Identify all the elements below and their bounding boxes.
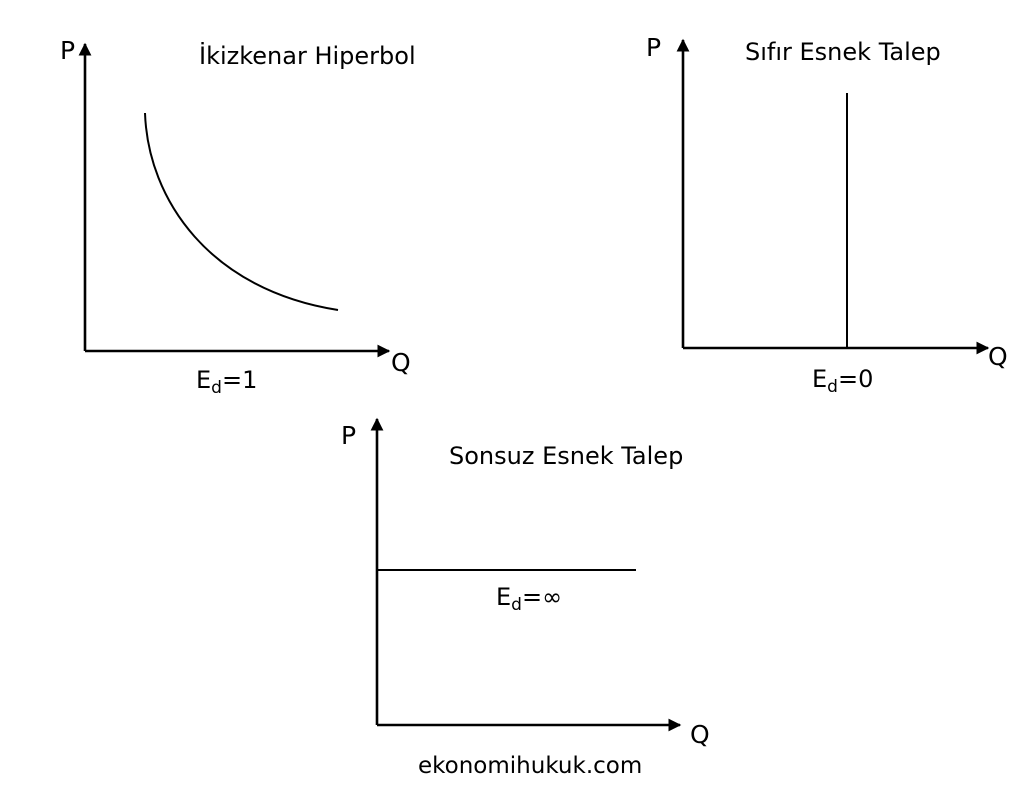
panel-perfectly-inelastic: P Q Sıfır Esnek Talep Ed=0 (646, 33, 1008, 397)
y-axis-label: P (341, 421, 356, 450)
footer-watermark: ekonomihukuk.com (418, 753, 642, 779)
x-axis-label: Q (988, 342, 1008, 371)
elasticity-label: Ed=0 (812, 365, 873, 397)
panel-perfectly-elastic: P Q Sonsuz Esnek Talep Ed=∞ (341, 417, 710, 749)
panel-title: İkizkenar Hiperbol (199, 41, 416, 70)
x-axis-label: Q (391, 348, 411, 377)
panel-unit-elastic: P Q İkizkenar Hiperbol Ed=1 (60, 36, 416, 398)
demand-curve-hyperbola (144, 112, 339, 311)
panel-title: Sonsuz Esnek Talep (449, 442, 683, 470)
y-axis-label: P (646, 33, 661, 62)
elasticity-label: Ed=1 (196, 366, 257, 398)
panel-title: Sıfır Esnek Talep (745, 38, 941, 66)
elasticity-label: Ed=∞ (496, 583, 562, 615)
x-axis-label: Q (690, 720, 710, 749)
y-axis-label: P (60, 36, 75, 65)
